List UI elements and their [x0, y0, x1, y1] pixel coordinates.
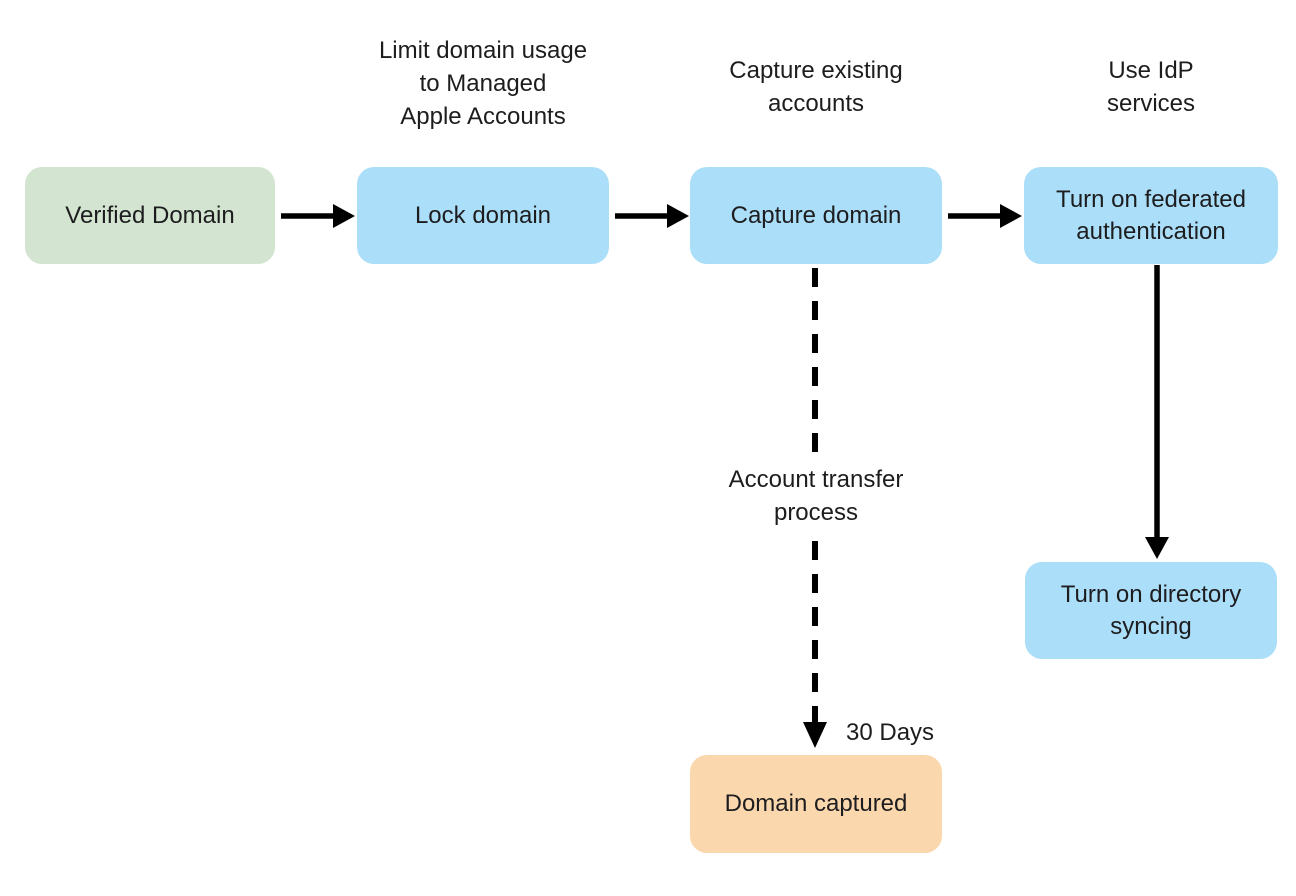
node-capture-domain: Capture domain — [690, 167, 942, 264]
node-lock-domain: Lock domain — [357, 167, 609, 264]
arrow-capture-to-federated — [948, 204, 1022, 228]
node-label: Turn on federated authentication — [1056, 185, 1246, 245]
arrowhead-right-icon — [667, 204, 689, 228]
annotation-limit-domain-usage: Limit domain usage to Managed Apple Acco… — [378, 37, 588, 130]
node-verified-domain: Verified Domain — [25, 167, 275, 264]
node-turn-on-directory-syncing: Turn on directory syncing — [1025, 562, 1277, 659]
node-turn-on-federated-authentication: Turn on federated authentication — [1024, 167, 1278, 264]
node-label: Lock domain — [414, 201, 552, 229]
arrow-lock-to-capture — [615, 204, 689, 228]
annotation-use-idp-services: Use IdP services — [1106, 57, 1196, 117]
arrowhead-right-icon — [1000, 204, 1022, 228]
arrowhead-right-icon — [333, 204, 355, 228]
annotation-30-days: 30 Days — [846, 719, 935, 746]
dashed-arrow-capture-to-captured — [803, 268, 827, 748]
node-label: Capture domain — [730, 201, 902, 229]
arrowhead-down-icon — [803, 722, 827, 748]
annotation-account-transfer-process: Account transfer process — [728, 466, 904, 526]
node-label: Turn on directory syncing — [1060, 580, 1242, 640]
node-domain-captured: Domain captured — [690, 755, 942, 853]
arrow-verified-to-lock — [281, 204, 355, 228]
arrow-federated-to-directory — [1145, 265, 1169, 559]
annotation-capture-existing-accounts: Capture existing accounts — [729, 57, 903, 117]
node-label: Domain captured — [724, 790, 908, 817]
node-label: Verified Domain — [65, 201, 235, 229]
arrowhead-down-icon — [1145, 537, 1169, 559]
